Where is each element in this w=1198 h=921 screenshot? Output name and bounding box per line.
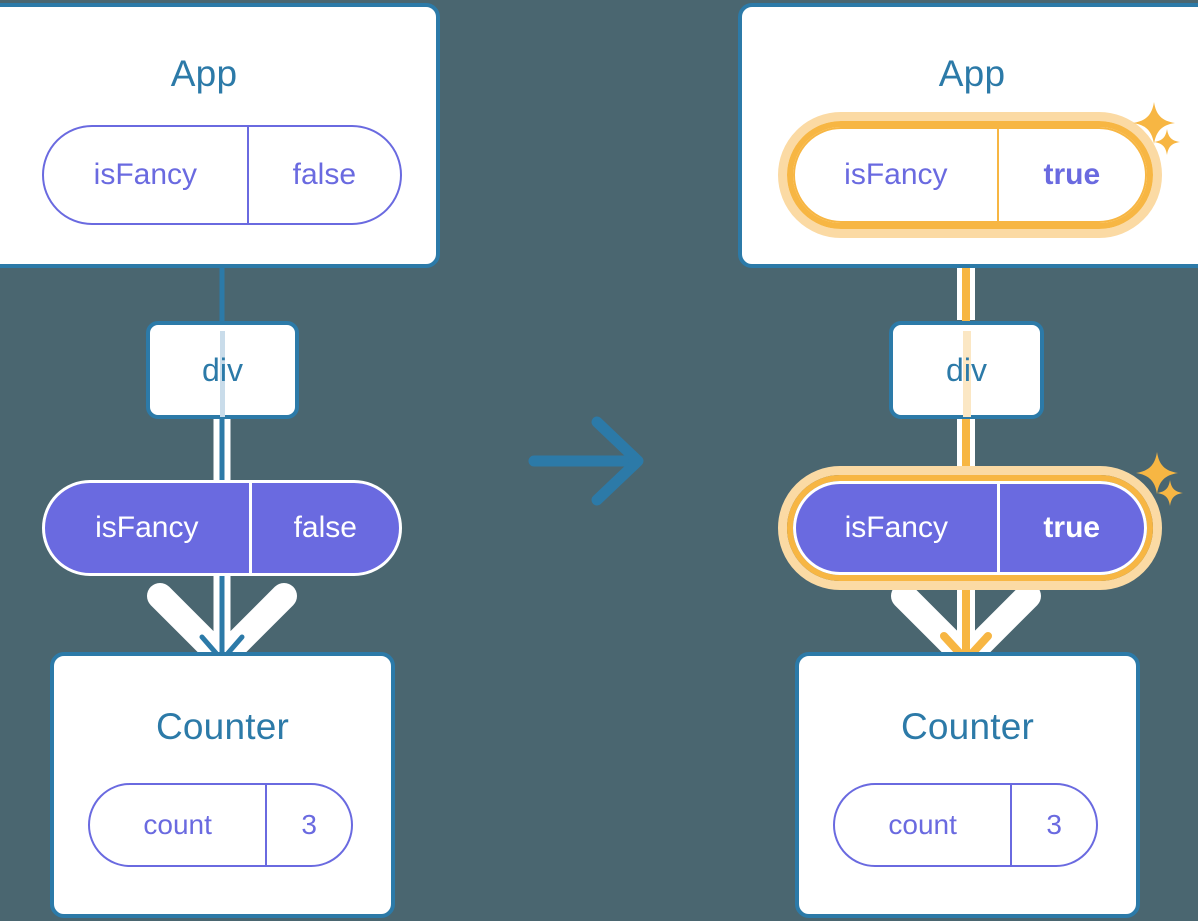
after-counter-state-pill: count 3 <box>833 783 1098 867</box>
before-props-pill: isFancy false <box>42 480 402 576</box>
transition-arrow-head <box>591 416 644 506</box>
sparkle-small-props <box>1157 480 1183 506</box>
after-app-title: App <box>938 53 1006 94</box>
after-counter-state-pill-value: 3 <box>1010 785 1096 865</box>
after-props-pill-value: true <box>996 484 1144 572</box>
after-app-state-pill-name: isFancy <box>844 158 948 191</box>
before-counter-state-pill-value: 3 <box>265 785 351 865</box>
before-div-passthrough-line <box>220 331 225 417</box>
after-counter-state-pill-name: count <box>888 809 957 840</box>
before-props-pill-value: false <box>248 483 399 573</box>
before-counter-state-pill-name: count <box>143 809 212 840</box>
after-app-state-pill: isFancy true <box>793 127 1147 223</box>
sparkle-large-app <box>1133 102 1175 144</box>
after-app-state-pill-value: true <box>996 129 1145 221</box>
before-app-state-pill: isFancy false <box>42 125 402 225</box>
after-counter-title: Counter <box>900 706 1035 747</box>
after-props-pill-name: isFancy <box>844 511 948 544</box>
after-props-pill: isFancy true <box>793 481 1147 575</box>
before-div-label: div <box>202 351 243 388</box>
before-counter-title: Counter <box>155 706 290 747</box>
before-div-node: div <box>146 321 299 419</box>
before-app-state-pill-value: false <box>246 127 400 223</box>
after-div-passthrough-line <box>962 331 971 417</box>
before-counter-state-pill: count 3 <box>88 783 353 867</box>
before-app-state-pill-name: isFancy <box>93 158 198 191</box>
before-props-pill-name: isFancy <box>95 511 199 544</box>
before-app-title: App <box>170 53 238 94</box>
after-div-label: div <box>946 351 987 388</box>
sparkle-small-app <box>1154 129 1180 155</box>
sparkle-large-props <box>1136 452 1178 494</box>
after-div-node: div <box>889 321 1044 419</box>
